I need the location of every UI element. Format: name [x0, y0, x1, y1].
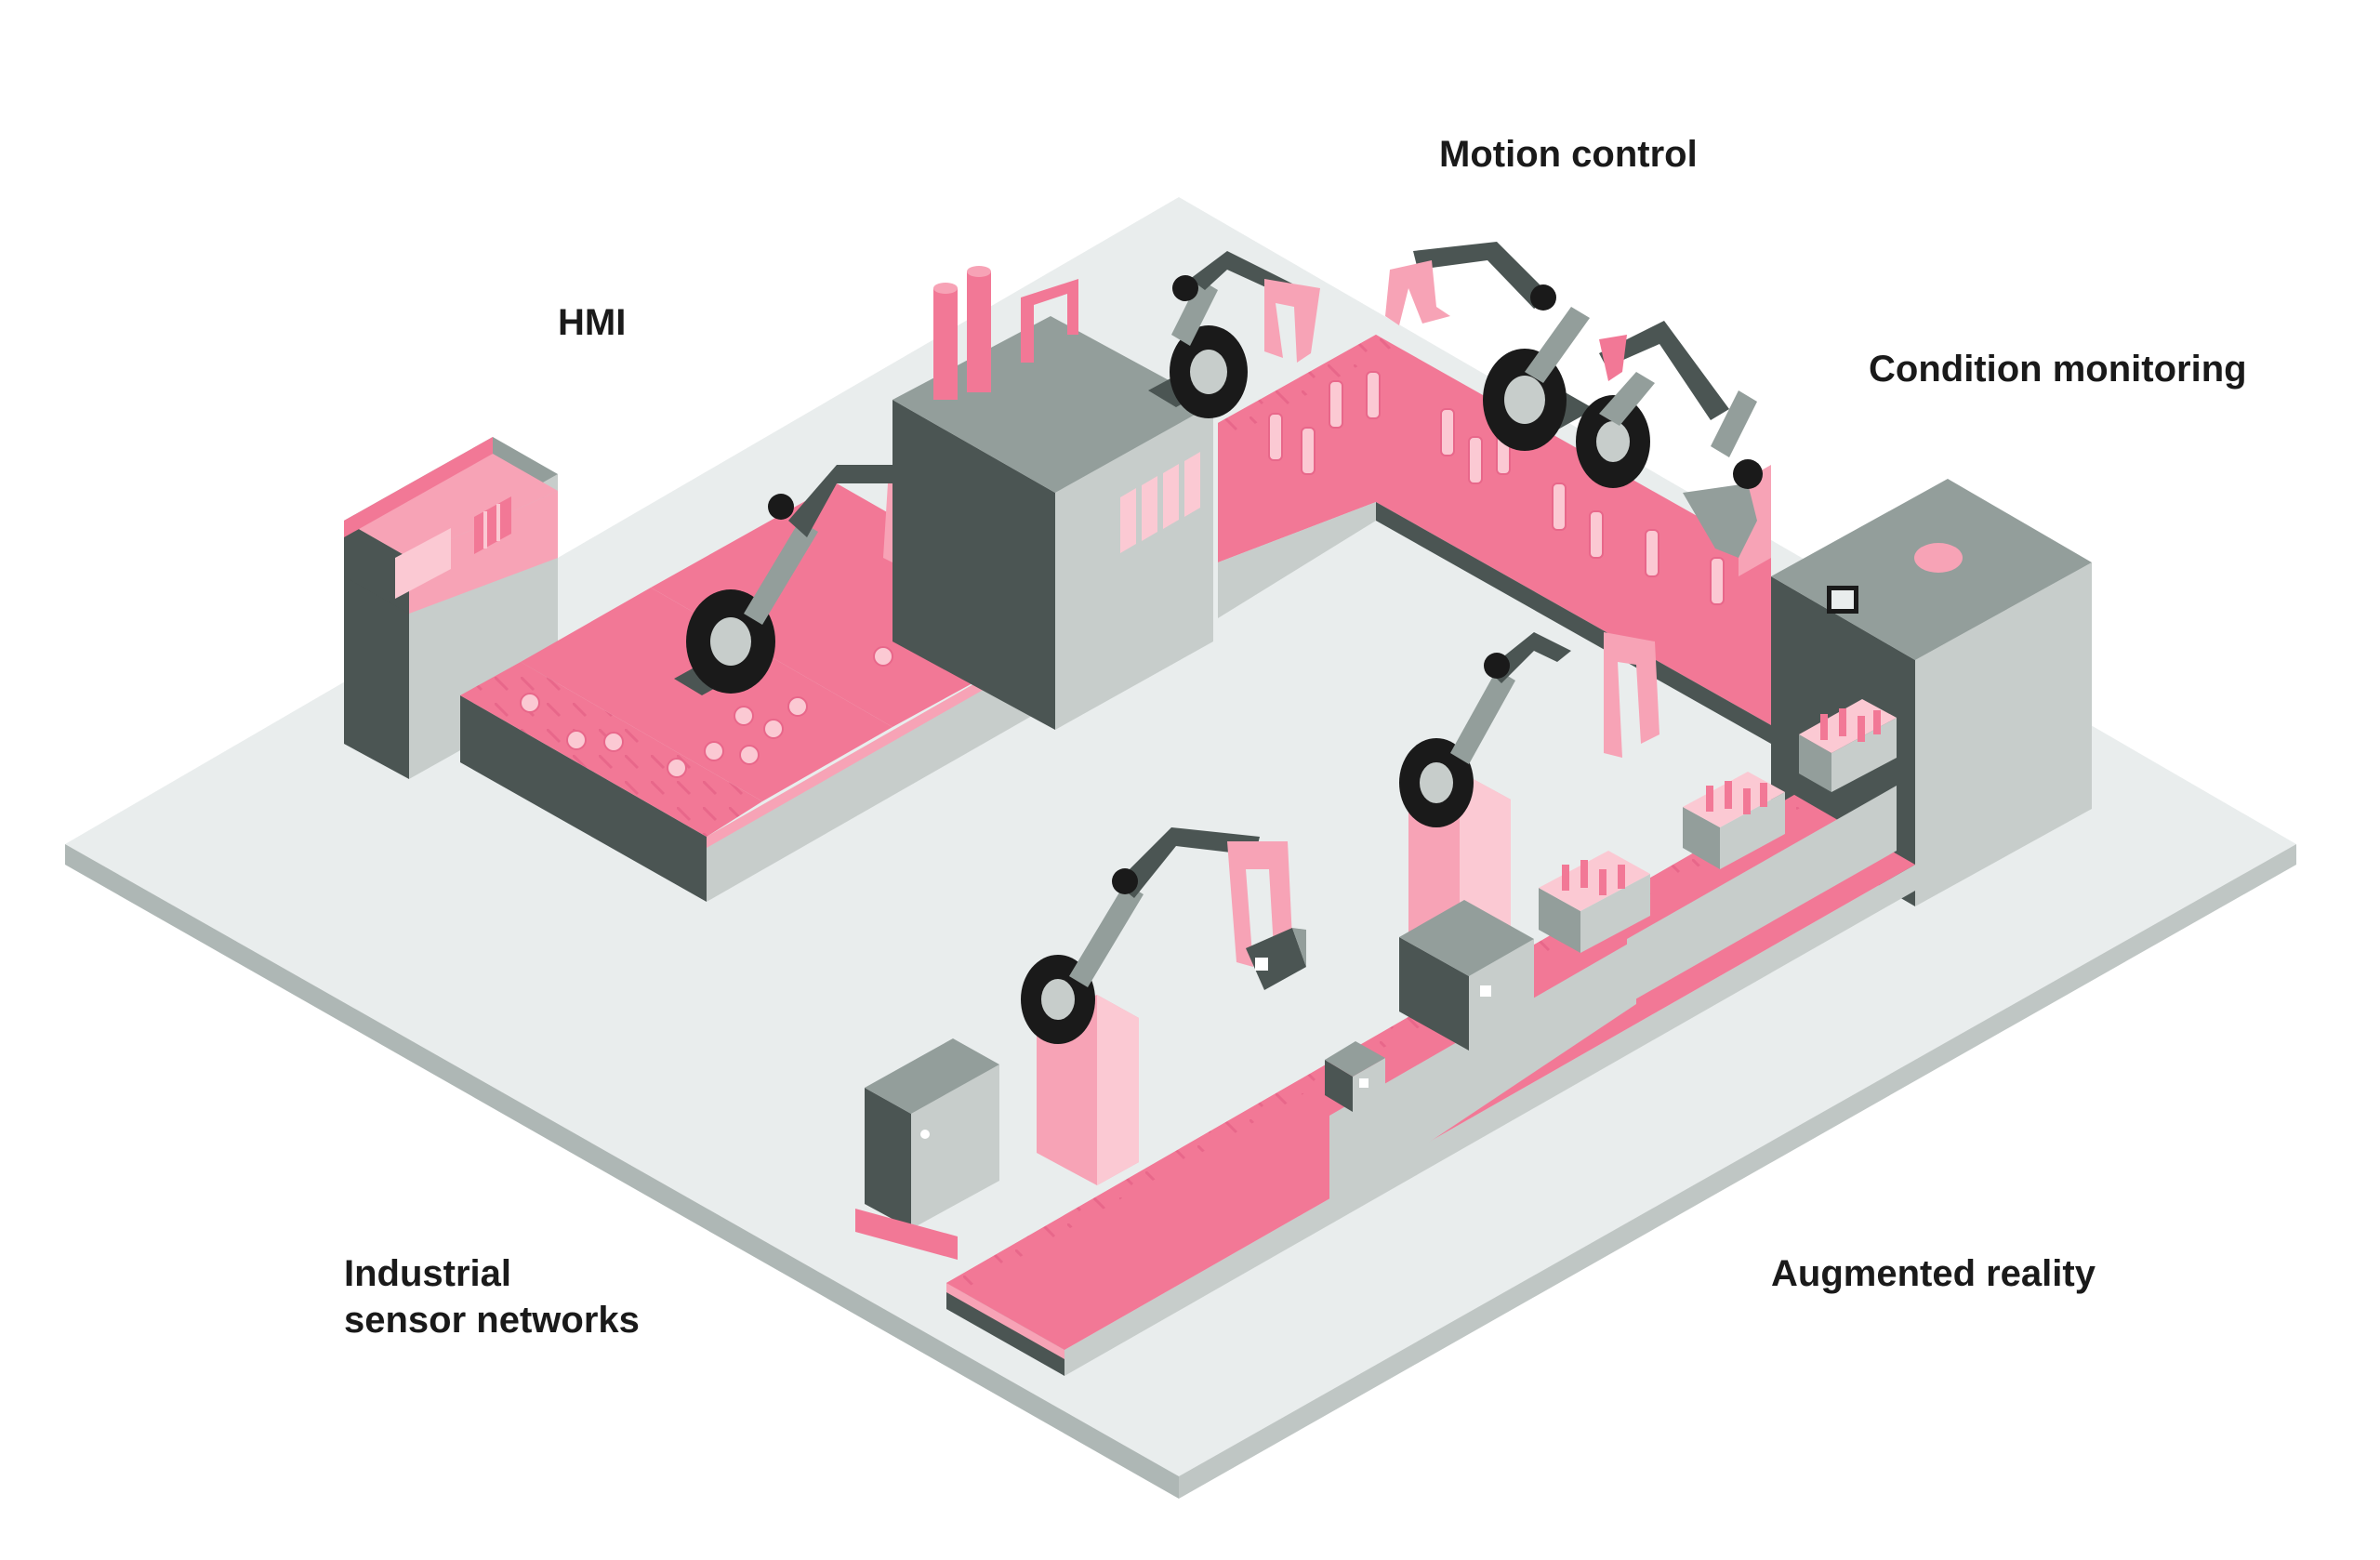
robot-arm-motion-2	[1385, 242, 1594, 451]
crate-1	[1539, 851, 1650, 953]
lower-left-cabinet	[855, 1038, 999, 1260]
label-industrial-line-1: Industrial	[344, 1253, 512, 1294]
robot-arm-motion-1	[1148, 251, 1320, 418]
label-augmented-reality: Augmented reality	[1771, 1253, 2096, 1294]
conveyor-lower	[946, 786, 1915, 1376]
crate-2	[1683, 772, 1785, 869]
robot-arm-lower-left	[1021, 827, 1306, 1185]
condition-monitoring-cabinet	[1771, 479, 2092, 906]
robot-arm-motion-3	[1576, 321, 1771, 576]
label-hmi: HMI	[558, 302, 627, 343]
label-industrial-line-2: sensor networks	[344, 1300, 640, 1341]
crate-3	[1799, 699, 1897, 792]
label-condition-monitoring: Condition monitoring	[1869, 349, 2247, 390]
label-industrial-sensor-networks: Industrial sensor networks	[344, 1250, 640, 1343]
cargo-box-large	[1399, 900, 1534, 1051]
conveyor-upper-right	[1218, 335, 1771, 744]
central-cabinet	[892, 266, 1213, 730]
cargo-box-small	[1325, 1041, 1385, 1112]
label-motion-control: Motion control	[1439, 134, 1698, 175]
